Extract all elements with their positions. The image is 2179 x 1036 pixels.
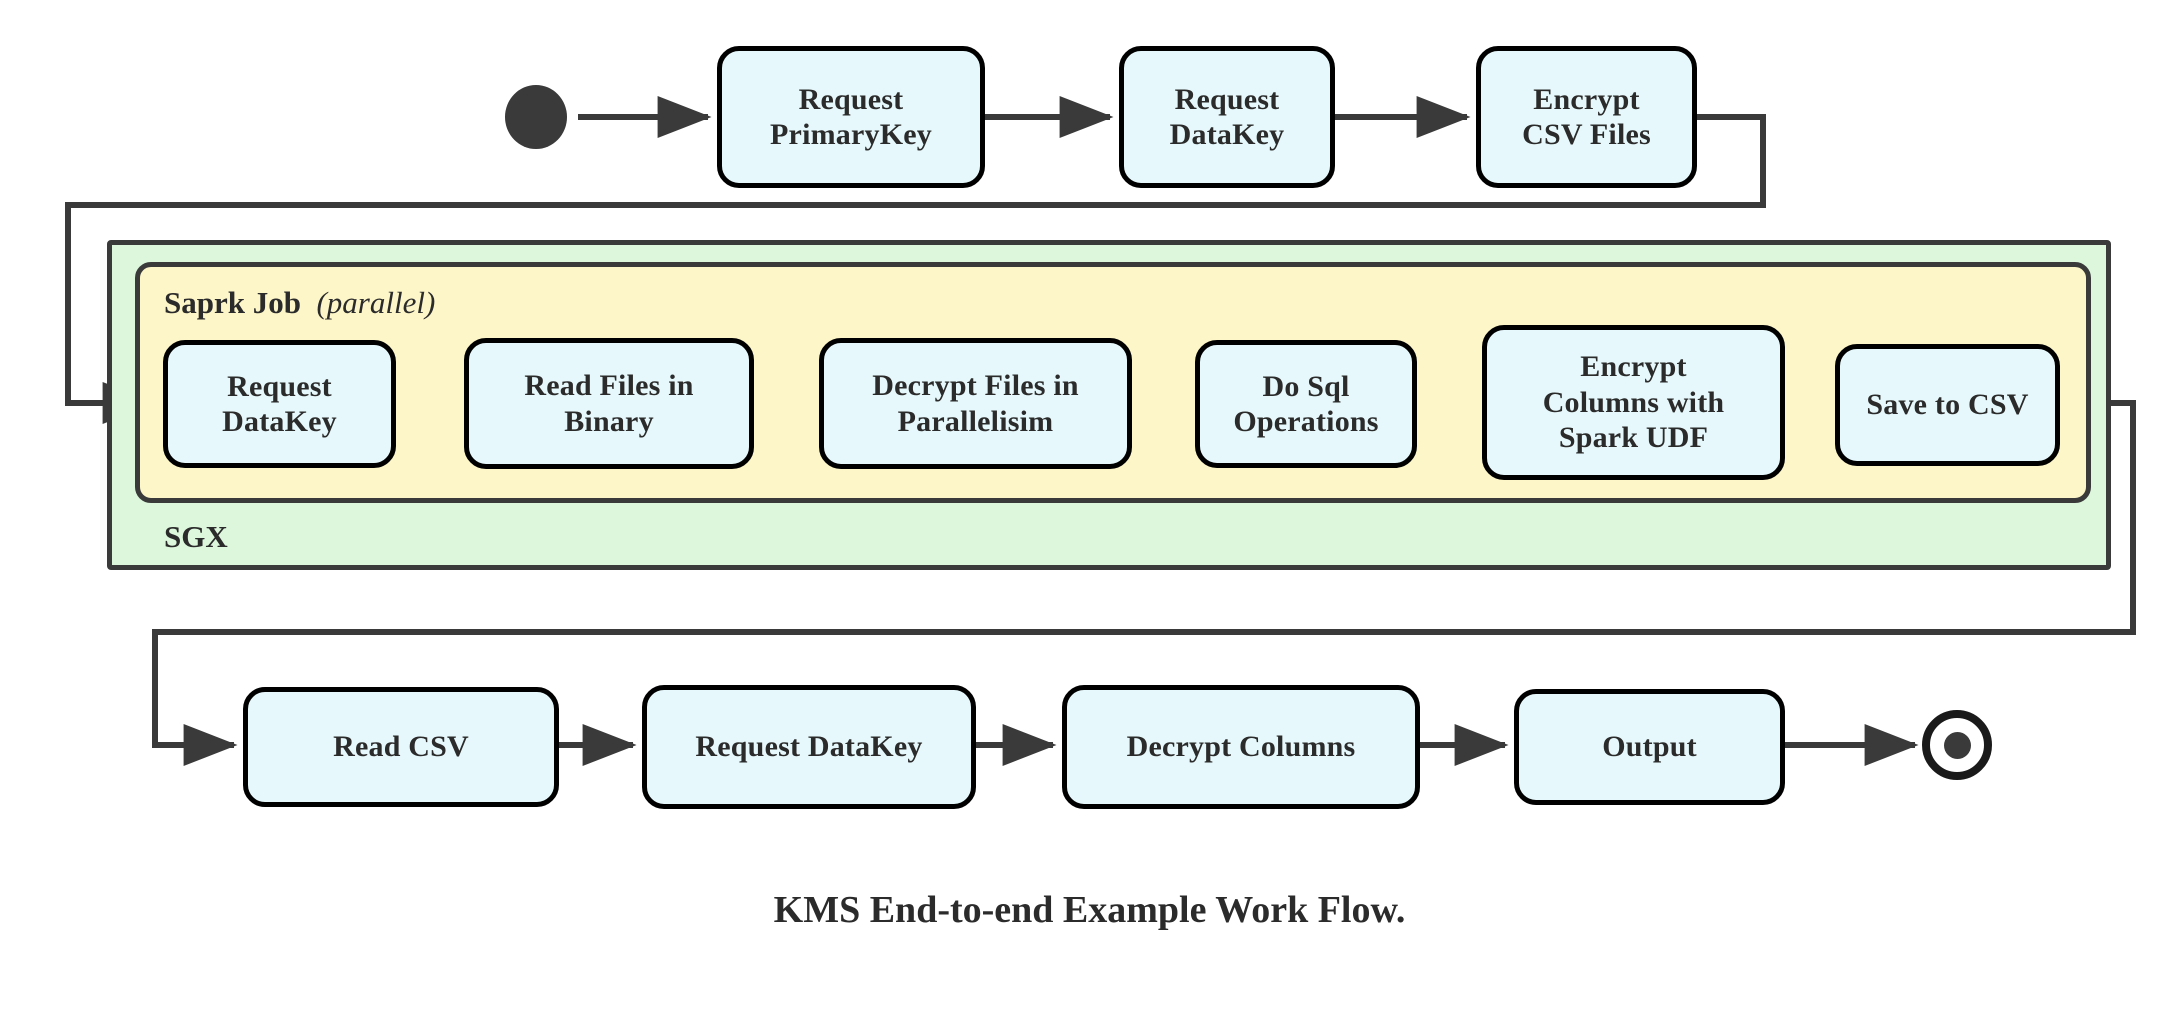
node-read-files-in-binary[interactable]: Read Files in Binary	[464, 338, 754, 469]
node-request-datakey-spark[interactable]: Request DataKey	[163, 340, 396, 468]
edge-encrypt-csv-to-spark-datakey	[65, 114, 1766, 424]
node-decrypt-files-in-parallelisim[interactable]: Decrypt Files in Parallelisim	[819, 338, 1132, 469]
spark-job-label-text: Saprk Job	[164, 285, 301, 320]
start-node	[505, 85, 567, 149]
end-node	[1922, 710, 1992, 780]
node-encrypt-columns-with-spark-udf[interactable]: Encrypt Columns with Spark UDF	[1482, 325, 1785, 480]
node-save-to-csv[interactable]: Save to CSV	[1835, 344, 2060, 466]
node-request-primarykey[interactable]: Request PrimaryKey	[717, 46, 985, 188]
container-sgx-label: SGX	[164, 519, 228, 554]
node-read-csv[interactable]: Read CSV	[243, 687, 559, 807]
node-request-datakey-bottom[interactable]: Request DataKey	[642, 685, 976, 809]
node-request-datakey-top[interactable]: Request DataKey	[1119, 46, 1335, 188]
node-decrypt-columns[interactable]: Decrypt Columns	[1062, 685, 1420, 809]
node-do-sql-operations[interactable]: Do Sql Operations	[1195, 340, 1417, 468]
node-encrypt-csv-files[interactable]: Encrypt CSV Files	[1476, 46, 1697, 188]
spark-job-label-parallel: (parallel)	[316, 285, 436, 320]
edge-save-csv-to-read-csv	[152, 400, 2136, 766]
node-output[interactable]: Output	[1514, 689, 1785, 805]
diagram-caption: KMS End-to-end Example Work Flow.	[773, 889, 1406, 931]
container-spark-job-label: Saprk Job (parallel)	[164, 285, 435, 321]
end-node-inner-dot	[1943, 731, 1971, 759]
